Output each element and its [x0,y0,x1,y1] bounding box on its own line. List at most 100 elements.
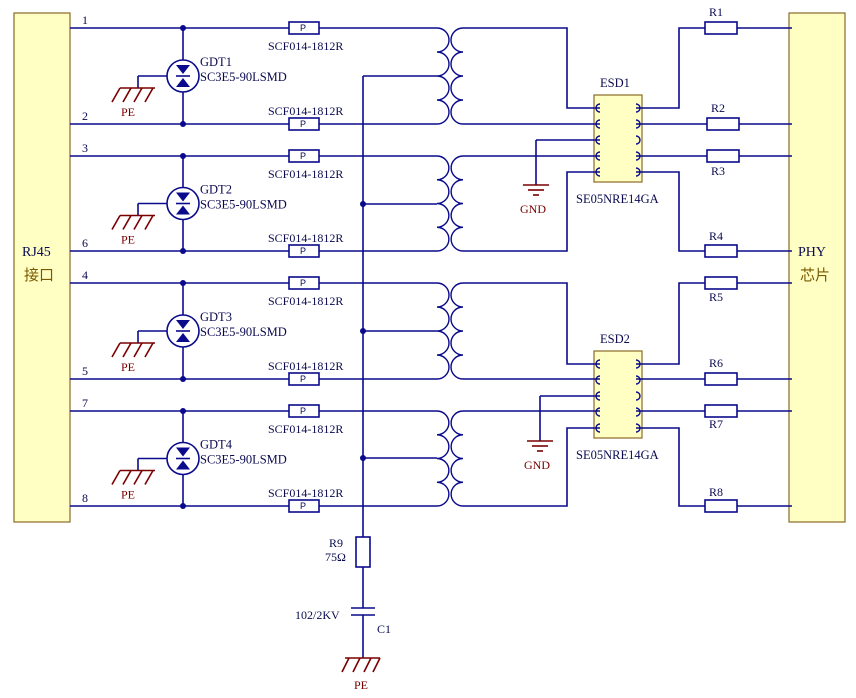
esd-pin-right [635,407,641,417]
r9-name: R9 [329,536,343,550]
resistor-name: R4 [709,229,723,243]
gdt-triangle-down [176,205,190,215]
gdt-triangle-down [176,78,190,87]
gdt-name: GDT2 [200,183,232,197]
rj45-label: RJ45 [22,245,51,260]
gdt-triangle-up [176,65,190,74]
esd-pin-right [635,391,641,401]
phy-route-r5 [636,282,705,365]
gdt-triangle-down [176,460,190,470]
junction-dot [180,503,186,509]
pe-ground-hatch [133,342,143,358]
gdt-triangle-down [176,333,190,342]
junction-dot [180,408,186,414]
pe-ground-hatch [122,87,132,103]
gnd-label: GND [524,458,550,472]
pe-label: PE [121,105,135,119]
secondary-pair1-top [463,27,600,109]
gdt-part: SC3E5-90LSMD [200,325,287,339]
resistor-name: R6 [709,356,723,370]
junction-dot [180,121,186,127]
pin-number: 2 [82,109,88,123]
resistor-name: R5 [709,290,723,304]
scf-resistor-p: P [300,246,306,256]
pe-ground-hatch [144,342,154,358]
pe-ground-hatch [111,342,121,358]
transformer-primary-coil [436,282,450,380]
channel-3: 45PSCF014-1812RPSCF014-1812RPEGDT3SC3E5-… [70,268,464,386]
pe-label: PE [121,360,135,374]
c1-name: C1 [377,622,391,636]
pe-ground-hatch [122,342,132,358]
pin-number: 5 [82,364,88,378]
scf-label: SCF014-1812R [268,359,343,373]
esd-chip [593,94,643,183]
junction-dot [360,455,366,461]
esd-chip [593,350,643,439]
scf-label: SCF014-1812R [268,167,343,181]
pin-number: 4 [82,268,88,282]
junction-dot [180,248,186,254]
series-resistor [706,149,740,163]
scf-resistor-p: P [300,119,306,129]
pe-label: PE [354,678,368,692]
pe-label: PE [121,488,135,502]
esd-name: ESD2 [600,332,630,346]
pe-ground-hatch [133,215,143,230]
pe-ground-icon [341,657,381,673]
junction-dot [180,280,186,286]
esd-pin-right [635,375,641,385]
scf-label: SCF014-1812R [268,39,343,53]
esd-part: SE05NRE14GA [576,448,659,462]
pe-ground-hatch [111,470,121,485]
channel-4: 78PSCF014-1812RPSCF014-1812RPEGDT4SC3E5-… [70,396,464,513]
pe-ground-hatch [122,215,132,230]
scf-resistor-p: P [300,23,306,33]
junction-dot [360,328,366,334]
transformer-secondary-coil [450,27,464,125]
gdt-triangle-up [176,192,190,202]
esd-pin-left [595,375,601,385]
gdt-part: SC3E5-90LSMD [200,70,287,84]
scf-label: SCF014-1812R [268,231,343,245]
scf-label: SCF014-1812R [268,104,343,118]
pe-ground-hatch [133,87,143,103]
gdt-name: GDT4 [200,438,233,452]
series-resistor [706,117,740,131]
pin-number: 8 [82,491,88,505]
scf-resistor-p: P [300,278,306,288]
pe-ground-hatch [144,87,154,103]
resistor-name: R3 [711,164,725,178]
transformer-primary-coil [436,27,450,125]
rj45-connector [13,12,71,523]
phy-route-r8 [636,427,705,507]
pe-ground-hatch [111,87,121,103]
transformer-secondary-coil [450,410,464,507]
channel-1: 12PSCF014-1812RPSCF014-1812RPEGDT1SC3E5-… [70,13,464,131]
series-resistor [704,21,738,35]
scf-resistor-p: P [300,501,306,511]
secondary-pair4-bottom [463,427,600,507]
gdt-name: GDT1 [200,55,232,69]
secondary-pair2-bottom [463,171,600,252]
rj45-label-cn: 接口 [24,267,54,284]
scf-resistor-p: P [300,406,306,416]
pin-number: 6 [82,236,88,250]
scf-label: SCF014-1812R [268,486,343,500]
junction-dot [360,201,366,207]
scf-resistor-p: P [300,374,306,384]
r9-value: 75Ω [325,550,346,564]
esd-name: ESD1 [600,76,630,90]
gdt-triangle-up [176,447,190,457]
pe-label: PE [121,233,135,247]
r9-resistor [355,536,371,568]
pe-ground-hatch [144,470,154,485]
resistor-name: R8 [709,485,723,499]
esd-pin-left [595,407,601,417]
channel-2: 36PSCF014-1812RPSCF014-1812RPEGDT2SC3E5-… [70,141,464,258]
series-resistor [704,276,738,290]
scf-resistor-p: P [300,151,306,161]
gdt-triangle-up [176,320,190,329]
